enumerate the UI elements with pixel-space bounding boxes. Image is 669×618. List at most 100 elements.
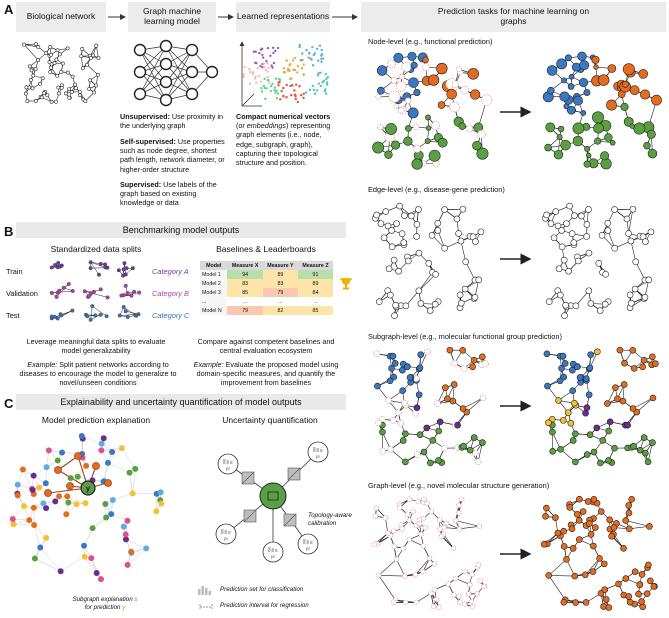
- explain-caption-1: Subgraph explanation: [72, 596, 135, 603]
- unsupervised-text: Unsupervised: Use proximity in the under…: [120, 112, 230, 130]
- bar-set-icon: [198, 586, 211, 595]
- unsupervised-label: Unsupervised:: [120, 112, 170, 121]
- category-a-label: Category A: [152, 267, 189, 276]
- splits-example: Example: Split patient networks accordin…: [14, 360, 182, 388]
- cell-model: Model 1: [200, 270, 228, 279]
- cell-x: 83: [227, 279, 263, 288]
- cell-model: Model N: [200, 306, 228, 315]
- graph-level-output-graph: [540, 495, 658, 611]
- embeddings-word: embeddings: [246, 121, 286, 131]
- baselines-example-label: Example:: [193, 360, 224, 369]
- table-row: ... ... ... ...: [200, 297, 333, 306]
- cell-model: Model 2: [200, 279, 228, 288]
- box-biological-network-label: Biological network: [26, 11, 96, 22]
- pr-label: pr: [226, 466, 231, 471]
- biological-network-graph: [22, 42, 101, 104]
- compact-vectors-text: Compact numerical vectors (or embeddings…: [236, 112, 336, 167]
- pr-label: pr: [271, 554, 276, 559]
- uncertainty-title: Uncertainty quantification: [222, 415, 318, 425]
- table-row: Model 1 94 89 91: [200, 270, 333, 279]
- baselines-example: Example: Evaluate the proposed model usi…: [182, 360, 350, 388]
- category-c-label: Category C: [152, 311, 190, 320]
- split-test-label: Test: [6, 311, 20, 320]
- explain-caption-y: y: [122, 604, 126, 612]
- edge-level-label: Edge-level (e.g., disease-gene predictio…: [368, 185, 505, 194]
- graph-level-input-graph: [371, 496, 488, 611]
- node-level-input-graph: [372, 51, 493, 170]
- supervised-desc: Use labels of the graph based on existin…: [120, 180, 217, 208]
- header-measure-z: Measure Z: [298, 261, 333, 270]
- explain-caption-s: s: [134, 596, 138, 603]
- explanation-caption: Subgraph explanation s for prediction y: [40, 596, 170, 612]
- baselines-caption: Compare against competent baselines and …: [197, 337, 335, 356]
- explain-caption-2: for prediction: [84, 604, 123, 612]
- cell-z: 84: [298, 288, 333, 297]
- cell-model: Model 3: [200, 288, 228, 297]
- explanation-graph: y: [9, 432, 165, 583]
- pr-label: pr: [224, 536, 229, 541]
- split-graphs: [49, 260, 142, 322]
- baselines-title: Baselines & Leaderboards: [216, 244, 316, 254]
- node-level-label: Node-level (e.g., functional prediction): [368, 37, 493, 46]
- self-supervised-text: Self-supervised: Use properties such as …: [120, 137, 230, 174]
- box-learned-representations-label: Learned representations: [236, 11, 330, 22]
- category-b-label: Category B: [152, 289, 189, 298]
- cell-x: ...: [242, 298, 248, 305]
- supervised-text: Supervised: Use labels of the graph base…: [120, 180, 230, 208]
- trophy-icon: [340, 278, 352, 290]
- table-row: Model 2 83 83 89: [200, 279, 333, 288]
- explanation-title: Model prediction explanation: [41, 415, 151, 425]
- compact-mid: (or: [236, 121, 247, 131]
- explainability-title: Explainability and uncertainty quantific…: [60, 397, 302, 407]
- box-prediction-tasks: Prediction tasks for machine learning on…: [361, 2, 666, 32]
- legend-set-label: Prediction set for classification: [220, 586, 304, 593]
- panel-b-letter: B: [4, 224, 14, 239]
- legend-interval-label: Prediction interval for regression: [220, 602, 309, 609]
- node-level-output-graph: [542, 51, 662, 170]
- header-model: Model: [200, 261, 228, 270]
- graph-level-label: Graph-level (e.g., novel molecular struc…: [368, 481, 550, 490]
- box-graph-ml-model: Graph machine learning model: [128, 2, 216, 32]
- explainability-bar: Explainability and uncertainty quantific…: [16, 394, 346, 410]
- leaderboard-table: Model Measure X Measure Y Measure Z Mode…: [200, 261, 333, 315]
- subgraph-level-label: Subgraph-level (e.g., molecular function…: [368, 332, 562, 341]
- cell-z: 85: [298, 306, 333, 315]
- calibration-label: Topology-aware calibration: [308, 512, 352, 527]
- splits-example-text: Split patient networks according to dise…: [19, 360, 177, 388]
- neural-network-icon: [133, 39, 219, 107]
- header-measure-y: Measure Y: [262, 261, 298, 270]
- box-prediction-tasks-label: Prediction tasks for machine learning on…: [437, 6, 590, 26]
- split-train-label: Train: [6, 267, 23, 276]
- splits-title: Standardized data splits: [50, 244, 142, 254]
- panel-c-letter: C: [4, 396, 14, 411]
- self-supervised-label: Self-supervised:: [120, 137, 176, 146]
- box-biological-network: Biological network: [16, 2, 106, 32]
- flow-arrows: [108, 14, 358, 20]
- subgraph-level-input-graph: [373, 346, 489, 467]
- self-supervised-desc: Use properties such as node degree, shor…: [120, 137, 225, 174]
- splits-caption: Leverage meaningful data splits to evalu…: [26, 337, 166, 356]
- pr-label: pr: [306, 546, 311, 551]
- cell-x: 85: [227, 288, 263, 297]
- cell-y: 89: [262, 270, 298, 279]
- edge-level-input-graph: [372, 202, 485, 319]
- cell-x: 79: [227, 306, 263, 315]
- table-row: Model 3 85 79 84: [200, 288, 333, 297]
- interval-icon: [199, 604, 213, 610]
- cell-z: 89: [298, 279, 333, 288]
- subgraph-level-output-graph: [543, 346, 659, 467]
- prediction-node-label: y: [86, 484, 91, 493]
- table-row: Model N 79 82 85: [200, 306, 333, 315]
- cell-z: ...: [313, 298, 318, 305]
- cell-y: 83: [262, 279, 298, 288]
- cell-y: 82: [262, 306, 298, 315]
- unsupervised-desc: Use proximity in the underlying graph: [120, 112, 224, 131]
- header-measure-x: Measure X: [227, 261, 263, 270]
- compact-vectors-label: Compact numerical vectors: [236, 112, 331, 121]
- cell-model: ...: [200, 297, 228, 306]
- edge-level-output-graph: [542, 202, 655, 319]
- splits-example-label: Example:: [27, 360, 58, 369]
- cell-y: ...: [278, 298, 283, 305]
- leaderboard-header-row: Model Measure X Measure Y Measure Z: [200, 261, 333, 270]
